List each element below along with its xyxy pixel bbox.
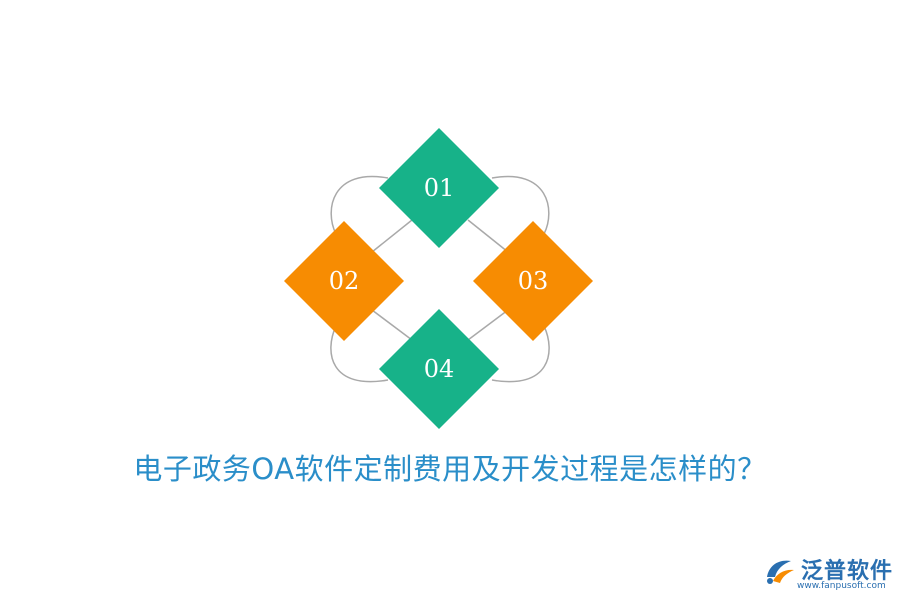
logo-name: 泛普软件	[801, 559, 894, 584]
inner-connector-2	[467, 219, 509, 253]
connector-01-02	[330, 175, 389, 235]
node-01-diamond	[379, 128, 499, 248]
node-02-diamond	[284, 221, 404, 341]
node-03-label: 03	[518, 267, 549, 295]
node-03: 03	[473, 221, 593, 341]
outer-connectors	[330, 175, 550, 383]
node-04: 04	[379, 309, 499, 429]
inner-connector-4	[467, 309, 509, 341]
node-01: 01	[379, 128, 499, 248]
connector-03-04	[491, 325, 550, 383]
fanpu-logo-icon	[767, 560, 794, 584]
connector-02-04	[330, 325, 389, 383]
connector-01-03	[491, 175, 550, 235]
node-03-diamond	[473, 221, 593, 341]
node-04-label: 04	[424, 355, 455, 383]
node-04-diamond	[379, 309, 499, 429]
logo-url: www.fanpusoft.com	[797, 581, 886, 591]
page-title: 电子政务OA软件定制费用及开发过程是怎样的？	[133, 452, 767, 486]
node-02-label: 02	[329, 267, 360, 295]
node-01-label: 01	[424, 174, 455, 202]
inner-connector-3	[371, 309, 413, 341]
inner-connectors	[371, 219, 509, 341]
inner-connector-1	[371, 219, 413, 253]
fanpu-logo[interactable]: 泛普软件 www.fanpusoft.com	[763, 551, 894, 593]
node-02: 02	[284, 221, 404, 341]
